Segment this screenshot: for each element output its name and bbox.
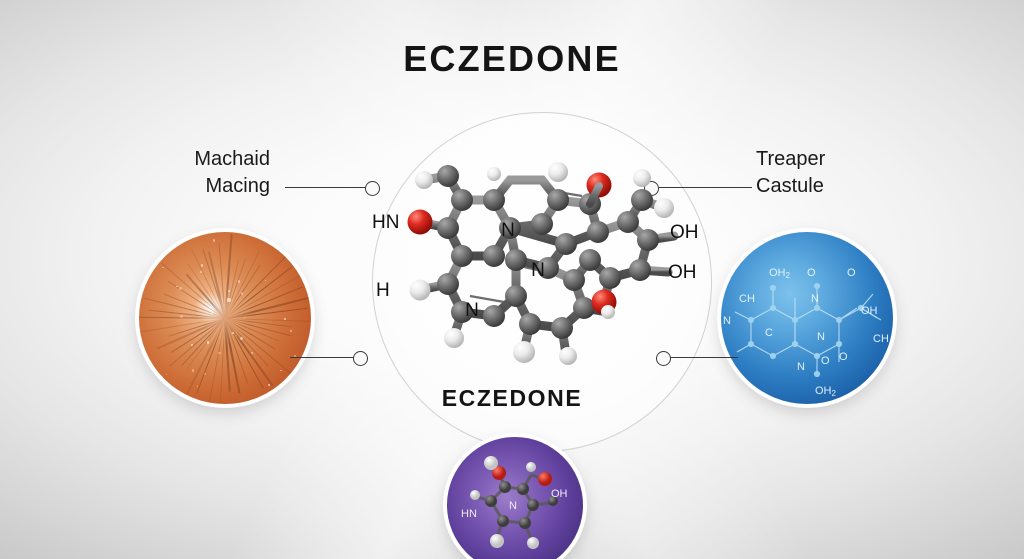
svg-text:N: N [817, 331, 825, 343]
label-left-line2: Macing [120, 173, 270, 200]
atom-label-oh-lower: OH [668, 262, 697, 283]
page-title: ECZEDONE [0, 38, 1024, 80]
svg-text:CH: CH [739, 293, 755, 305]
circle-bottom-purple: HN N OH [447, 437, 583, 559]
center-caption: ECZEDONE [0, 385, 1024, 412]
label-right-line1: Treaper [756, 146, 936, 173]
svg-text:N: N [811, 293, 819, 305]
purple-molecule-diagram: HN N OH [447, 437, 583, 559]
label-left-line1: Machaid [120, 146, 270, 173]
atom-label-n-mid: N [531, 260, 545, 281]
svg-text:OH: OH [551, 488, 568, 500]
atom-label-n-upper: N [501, 220, 515, 241]
circle-left-orange [139, 232, 311, 404]
svg-text:N: N [509, 500, 517, 512]
svg-text:N: N [797, 361, 805, 373]
svg-text:O: O [821, 355, 830, 367]
label-right: Treaper Castule [756, 146, 936, 200]
atom-label-oh-upper: OH [670, 222, 699, 243]
center-molecule-model: HN H N N N OH OH [352, 120, 732, 420]
svg-text:OH: OH [861, 305, 878, 317]
svg-text:O: O [807, 267, 816, 279]
svg-text:CH: CH [873, 333, 889, 345]
svg-text:C: C [765, 327, 773, 339]
label-left: Machaid Macing [120, 146, 270, 200]
svg-text:O: O [839, 351, 848, 363]
svg-text:HN: HN [461, 508, 477, 520]
connector-line [290, 357, 355, 358]
atom-label-n-lower: N [465, 300, 479, 321]
blue-structure-diagram: OH2 O O N OH CH CH N N C N O O OH2 [721, 232, 893, 404]
atom-label-h: H [376, 280, 390, 301]
svg-text:OH2: OH2 [769, 267, 791, 280]
svg-text:O: O [847, 267, 856, 279]
atom-label-hn: HN [372, 212, 399, 233]
label-right-line2: Castule [756, 173, 936, 200]
circle-right-blue: OH2 O O N OH CH CH N N C N O O OH2 [721, 232, 893, 404]
